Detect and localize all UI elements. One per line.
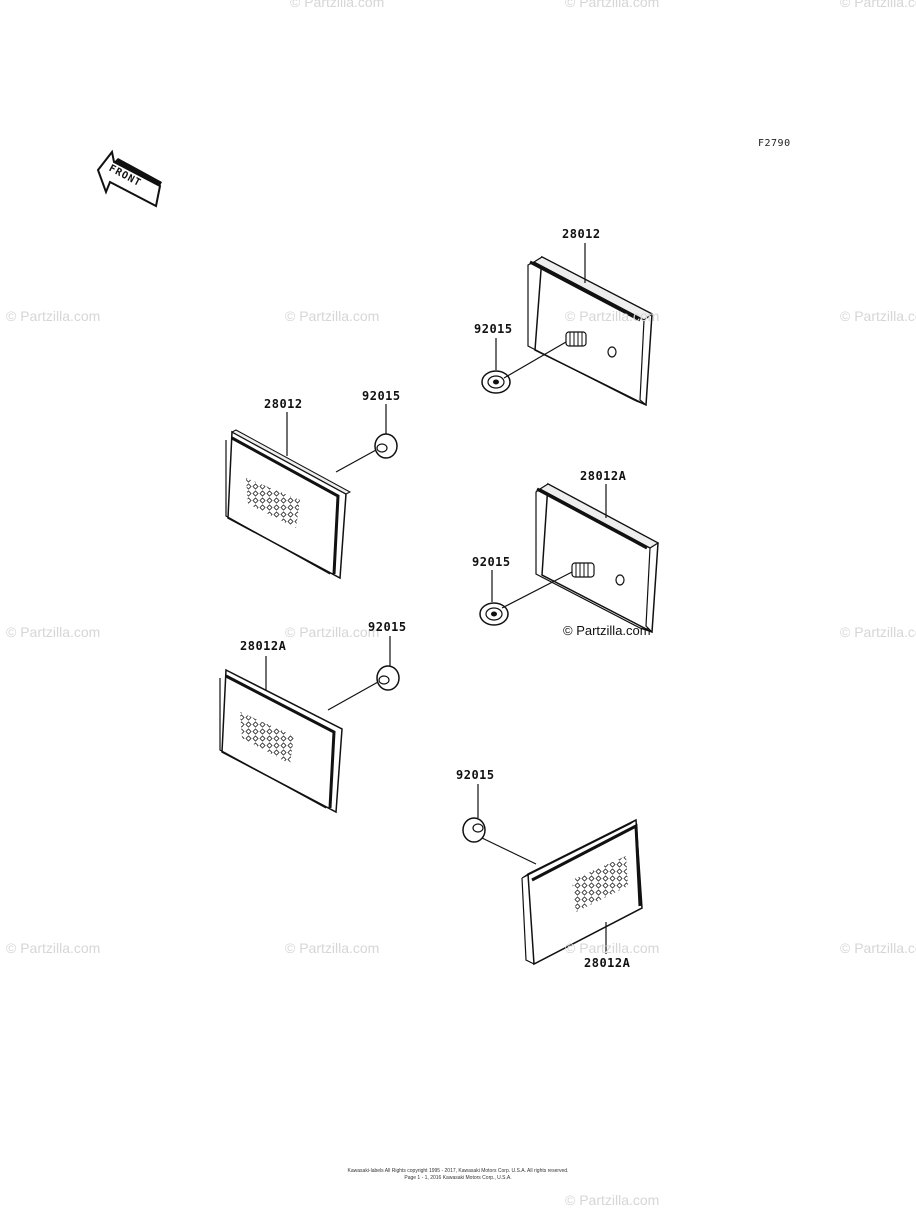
watermark: © Partzilla.com bbox=[840, 624, 916, 640]
nut-top-right[interactable] bbox=[481, 370, 511, 394]
callout-part-number[interactable]: 92015 bbox=[456, 768, 495, 782]
callout-part-number[interactable]: 92015 bbox=[474, 322, 513, 336]
watermark: © Partzilla.com bbox=[565, 1192, 660, 1208]
reflector-bottom-right[interactable] bbox=[521, 818, 643, 966]
footer-line: Page 1 - 1, 2016 Kawasaki Motors Corp., … bbox=[404, 1175, 512, 1181]
callout-part-number[interactable]: 28012A bbox=[580, 469, 627, 483]
reflector-pin bbox=[607, 346, 617, 358]
reflector-pin bbox=[615, 574, 625, 586]
watermark: © Partzilla.com bbox=[565, 0, 660, 10]
reflector-stud bbox=[565, 331, 587, 347]
reflector-mid-right[interactable] bbox=[535, 482, 660, 634]
reflector-left-lower[interactable] bbox=[219, 668, 343, 814]
callout-part-number[interactable]: 28012A bbox=[240, 639, 287, 653]
watermark: © Partzilla.com bbox=[6, 624, 101, 640]
leader-lines bbox=[265, 243, 607, 954]
footer-line: Kawasaki-labels All Rights copyright 199… bbox=[347, 1168, 569, 1174]
watermark: © Partzilla.com bbox=[840, 0, 916, 10]
nut-bottom-right[interactable] bbox=[462, 817, 486, 843]
watermark: © Partzilla.com bbox=[6, 940, 101, 956]
watermark: © Partzilla.com bbox=[840, 940, 916, 956]
callout-part-number[interactable]: 92015 bbox=[368, 620, 407, 634]
callout-part-number[interactable]: 92015 bbox=[472, 555, 511, 569]
watermark: © Partzilla.com bbox=[285, 624, 380, 640]
watermark: © Partzilla.com bbox=[565, 308, 660, 324]
nut-left-lower[interactable] bbox=[376, 665, 400, 691]
copyright-label: © Partzilla.com bbox=[563, 623, 651, 638]
watermark: © Partzilla.com bbox=[6, 308, 101, 324]
reflector-stud bbox=[571, 562, 595, 578]
front-arrow-icon bbox=[96, 149, 162, 208]
watermark: © Partzilla.com bbox=[290, 0, 385, 10]
diagram-code: F2790 bbox=[758, 138, 791, 149]
reflector-top-right[interactable] bbox=[527, 255, 654, 407]
watermark: © Partzilla.com bbox=[840, 308, 916, 324]
nut-mid-right[interactable] bbox=[479, 602, 509, 626]
watermark: © Partzilla.com bbox=[565, 940, 660, 956]
callout-part-number[interactable]: 28012 bbox=[562, 227, 601, 241]
nut-left-upper[interactable] bbox=[374, 433, 398, 459]
watermark: © Partzilla.com bbox=[285, 940, 380, 956]
watermark: © Partzilla.com bbox=[285, 308, 380, 324]
callout-part-number[interactable]: 28012A bbox=[584, 956, 631, 970]
callout-part-number[interactable]: 28012 bbox=[264, 397, 303, 411]
reflector-left-upper[interactable] bbox=[225, 429, 352, 580]
callout-part-number[interactable]: 92015 bbox=[362, 389, 401, 403]
